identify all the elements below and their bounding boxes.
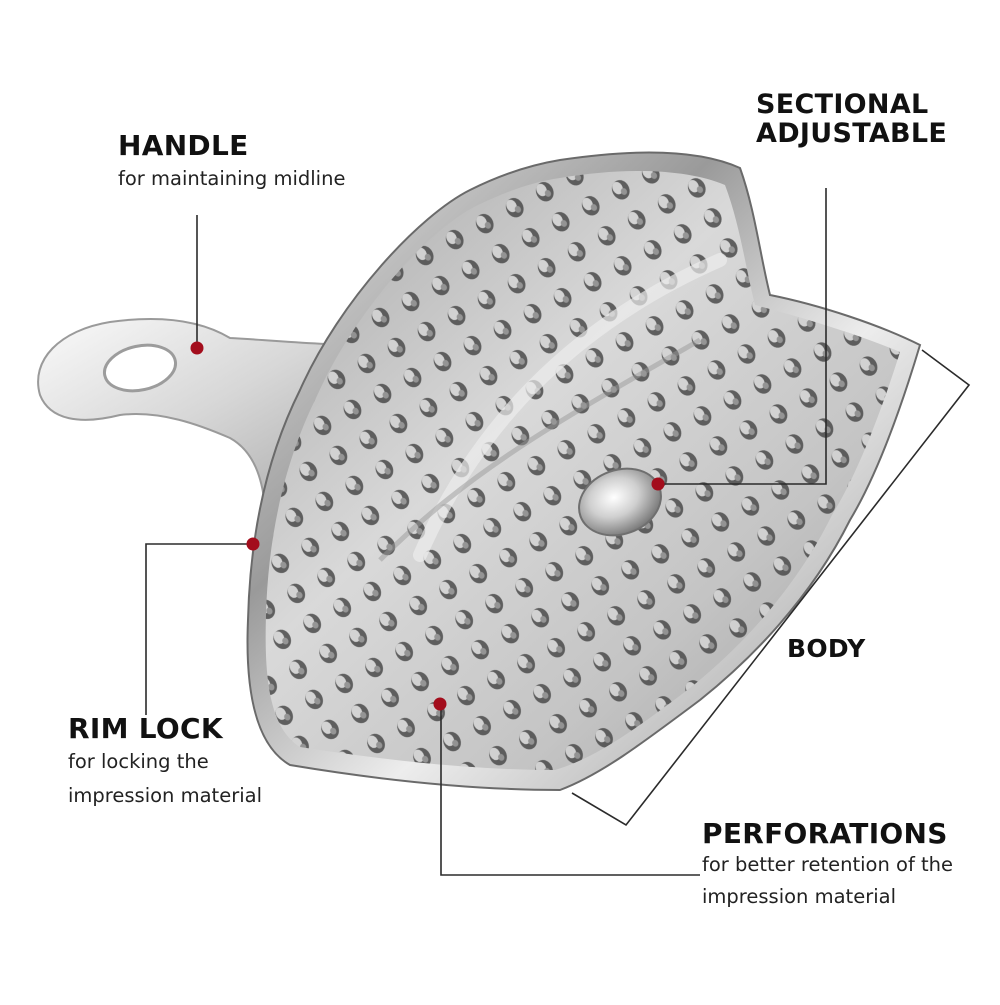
- rim-lock-description-line2: impression material: [68, 784, 262, 807]
- sectional-leader: [658, 188, 827, 485]
- perforations-leader: [440, 704, 700, 876]
- rim-lock-label: RIM LOCK for locking the impression mate…: [68, 715, 262, 811]
- rim-lock-title: RIM LOCK: [68, 712, 223, 745]
- handle-label: HANDLE for maintaining midline: [118, 132, 345, 194]
- perforations-description-line1: for better retention of the: [702, 853, 954, 876]
- leader-lines: [145, 188, 971, 876]
- handle-marker: [190, 341, 204, 355]
- perforations-marker: [433, 697, 447, 711]
- body-title: BODY: [787, 634, 866, 663]
- rim-lock-marker: [246, 537, 260, 551]
- rim-lock-description-line1: for locking the: [68, 750, 209, 773]
- handle-description: for maintaining midline: [118, 167, 346, 190]
- sectional-marker: [651, 477, 665, 491]
- tray-body: [246, 151, 922, 792]
- body-label: BODY: [787, 636, 866, 661]
- body-bracket: [571, 349, 971, 827]
- rim-lock-leader: [145, 543, 252, 715]
- perforations-title: PERFORATIONS: [702, 817, 948, 850]
- sectional-adjustable-label: SECTIONAL ADJUSTABLE: [756, 90, 947, 148]
- handle-title: HANDLE: [118, 129, 249, 162]
- perforations-label: PERFORATIONS for better retention of the…: [702, 820, 953, 912]
- markers: [190, 341, 665, 711]
- sectional-title-line1: SECTIONAL: [756, 89, 929, 120]
- perforations-description-line2: impression material: [702, 885, 896, 908]
- sectional-title-line2: ADJUSTABLE: [756, 118, 948, 149]
- handle-hole: [102, 343, 178, 393]
